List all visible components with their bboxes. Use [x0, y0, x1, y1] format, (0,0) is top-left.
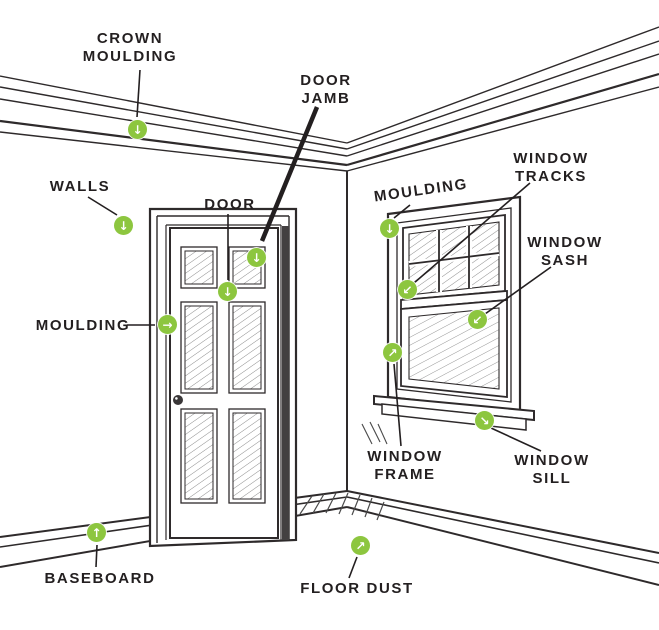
leader-window-frame: [393, 363, 402, 447]
crown-moulding-art: [0, 26, 659, 172]
leader-moulding-right: [393, 204, 411, 219]
label-window-frame: WINDOW FRAME: [367, 448, 443, 483]
door-jamb-marker-icon: ↓: [247, 248, 266, 267]
walls-marker-icon: ↓: [114, 216, 133, 235]
label-door-jamb: DOOR JAMB: [300, 72, 352, 107]
window-sash-marker-icon: ↙: [468, 310, 487, 329]
moulding-left-marker-icon: →: [158, 315, 177, 334]
window-casing-inner: [396, 207, 512, 403]
doorknob: [173, 395, 183, 405]
window-frame-marker-icon: ↗: [383, 343, 402, 362]
leader-floor-dust: [348, 556, 358, 579]
label-crown-moulding: CROWN MOULDING: [82, 30, 178, 65]
leader-window-tracks: [413, 182, 531, 284]
door-panels: [180, 246, 266, 504]
floor-dust-marker-icon: ↗: [351, 536, 370, 555]
window-tracks-marker-icon: ↙: [398, 280, 417, 299]
label-walls: WALLS: [49, 178, 111, 195]
floor-dust-art: [299, 492, 385, 521]
label-floor-dust: FLOOR DUST: [300, 580, 414, 597]
door-marker-icon: ↓: [218, 282, 237, 301]
label-window-sash: WINDOW SASH: [527, 234, 603, 269]
leader-crown-moulding: [136, 69, 141, 118]
label-baseboard: BASEBOARD: [44, 570, 156, 587]
leader-walls: [87, 196, 118, 216]
label-window-tracks: WINDOW TRACKS: [513, 150, 589, 185]
leader-door-jamb: [259, 106, 320, 242]
leader-window-sill: [490, 427, 542, 452]
crown-moulding-marker-icon: ↓: [128, 120, 147, 139]
label-moulding-left: MOULDING: [35, 317, 131, 334]
baseboard-marker-icon: ↑: [87, 523, 106, 542]
label-window-sill: WINDOW SILL: [514, 452, 590, 487]
leader-window-sash: [484, 266, 552, 315]
label-door: DOOR: [204, 196, 256, 213]
moulding-right-marker-icon: ↓: [380, 219, 399, 238]
wall-shading: [361, 421, 388, 445]
window-sill-slab: [373, 394, 535, 422]
window-sill-marker-icon: ↘: [475, 411, 494, 430]
door-art: [148, 207, 298, 548]
leader-lines: [87, 69, 552, 579]
door-jamb-strip: [282, 226, 289, 540]
leader-baseboard: [95, 544, 98, 568]
